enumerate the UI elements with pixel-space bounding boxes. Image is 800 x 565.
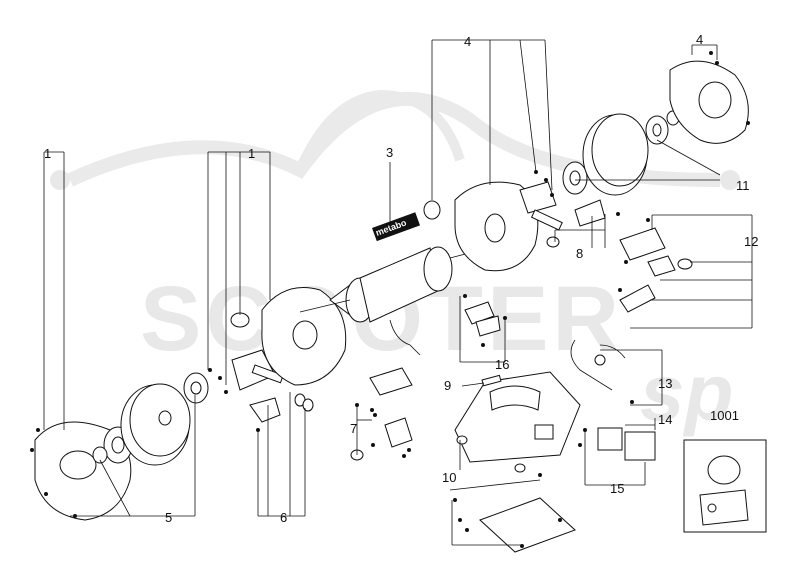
callout-8: 8 bbox=[576, 246, 583, 261]
callout-13: 13 bbox=[658, 376, 672, 391]
right-grinding-wheel bbox=[582, 113, 649, 196]
left-bearing-ring bbox=[230, 312, 250, 328]
callout-1-mid: 1 bbox=[248, 146, 255, 161]
callout-11: 11 bbox=[736, 178, 750, 193]
callout-4-right: 4 bbox=[696, 32, 703, 47]
leader-lines bbox=[43, 39, 753, 546]
callout-5: 5 bbox=[165, 510, 172, 525]
tool-rest-lower bbox=[384, 417, 413, 448]
callout-9: 9 bbox=[444, 378, 451, 393]
right-wheel-guard bbox=[454, 181, 539, 272]
left-spark-plate bbox=[231, 349, 284, 391]
callout-7: 7 bbox=[350, 421, 357, 436]
screws bbox=[30, 51, 750, 548]
base-plate bbox=[479, 497, 576, 553]
right-bearing-ring bbox=[423, 200, 441, 220]
left-nut bbox=[92, 446, 108, 464]
metabo-logo: metabo bbox=[372, 212, 421, 242]
watermark-script: sp bbox=[640, 348, 733, 437]
left-wheel-guard bbox=[261, 287, 347, 386]
brush-holder bbox=[464, 301, 501, 337]
left-eye-shield bbox=[249, 397, 281, 423]
callout-1001: 1001 bbox=[710, 408, 739, 423]
right-guard-cover bbox=[669, 60, 749, 144]
switch-plate bbox=[619, 227, 693, 277]
capacitor bbox=[597, 427, 656, 461]
power-cable bbox=[570, 339, 626, 391]
callout-10: 10 bbox=[442, 470, 456, 485]
callout-4-mid: 4 bbox=[464, 34, 471, 49]
callout-15: 15 bbox=[610, 481, 624, 496]
callout-labels: 1 1 3 4 4 5 6 7 8 9 10 11 12 13 14 15 16… bbox=[44, 32, 758, 525]
right-knob bbox=[546, 236, 560, 248]
right-spark-plate bbox=[519, 181, 563, 231]
left-grinding-wheel bbox=[120, 383, 191, 466]
base-housing bbox=[454, 371, 581, 473]
callout-16: 16 bbox=[495, 357, 509, 372]
left-clip-rings bbox=[294, 393, 314, 412]
callout-6: 6 bbox=[280, 510, 287, 525]
left-flange-outer bbox=[183, 372, 209, 404]
switch-bracket bbox=[619, 284, 656, 313]
callout-3: 3 bbox=[386, 145, 393, 160]
right-flange-inner bbox=[562, 161, 588, 195]
callout-14: 14 bbox=[658, 412, 672, 427]
tool-rest-upper bbox=[369, 367, 413, 396]
callout-1-left: 1 bbox=[44, 146, 51, 161]
right-flange-outer bbox=[645, 115, 669, 145]
inset-box-1001 bbox=[683, 439, 767, 533]
callout-12: 12 bbox=[744, 234, 758, 249]
right-eye-shield bbox=[574, 199, 606, 227]
